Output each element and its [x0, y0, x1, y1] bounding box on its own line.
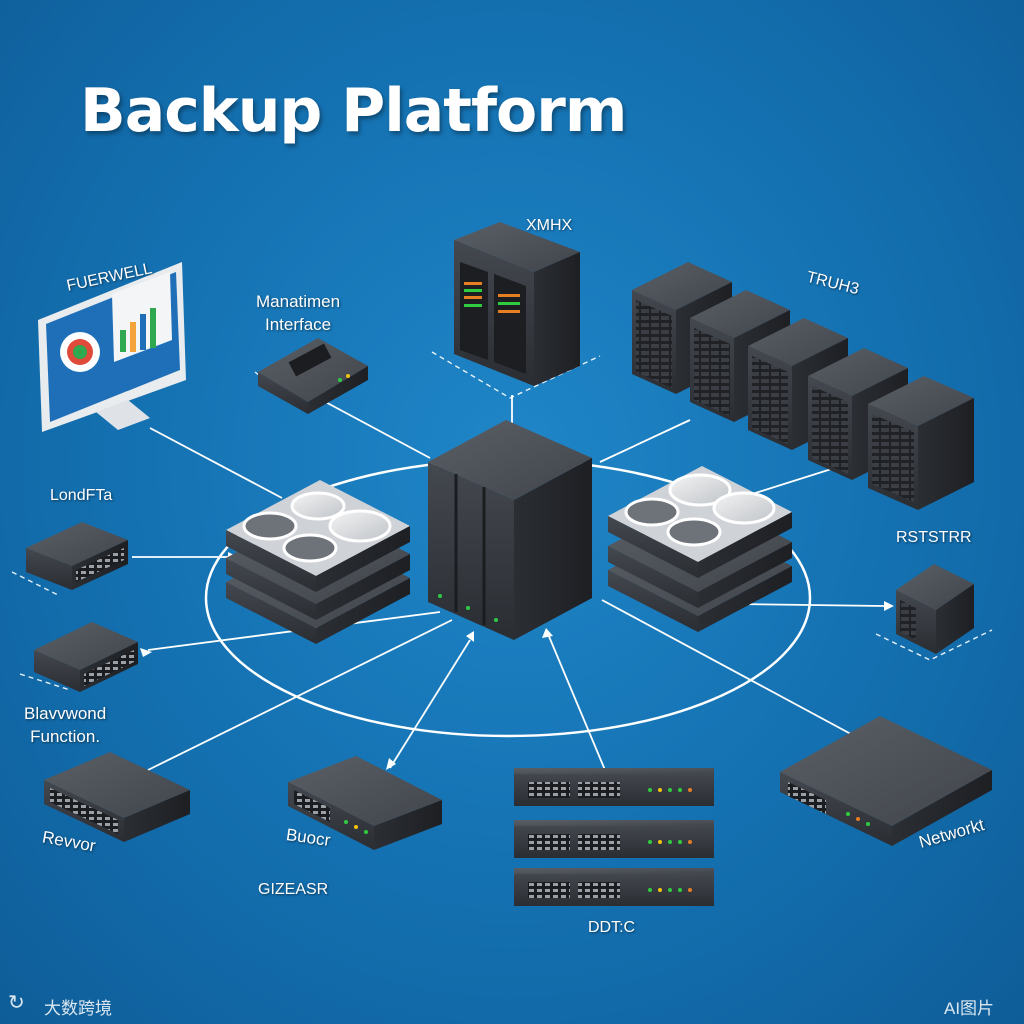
router-icon: [258, 338, 368, 414]
label-londfta: LondFTa: [50, 487, 113, 504]
label-ddtc: DDT:C: [588, 919, 636, 936]
server-rack-icon: [632, 262, 974, 510]
hard-drive-stack-icon: [608, 466, 792, 632]
watermark-right: AI图片: [944, 999, 995, 1018]
switch-icon: [514, 820, 714, 858]
server-rack-icon: [896, 564, 974, 654]
switch-icon: [34, 622, 138, 692]
connector-lines: [132, 395, 885, 771]
server-rack-icon: [454, 222, 580, 386]
watermark-left: 大数跨境: [44, 999, 112, 1018]
label-xmhx: XMHX: [526, 217, 573, 234]
switch-icon: [26, 522, 128, 590]
label-management-interface: Manatimen Interface: [256, 292, 341, 334]
hard-drive-stack-icon: [226, 480, 410, 644]
switch-icon: [780, 716, 992, 846]
label-gizeasr: GIZEASR: [258, 881, 329, 898]
server-rack-icon: [428, 420, 592, 640]
label-rststrr: RSTSTRR: [896, 529, 972, 546]
label-bandwidth-function: Blavvwond Function.: [24, 704, 107, 746]
switch-icon: [514, 768, 714, 806]
monitor-icon: [38, 262, 186, 432]
watermark-logo-icon: ↻: [8, 992, 25, 1014]
switch-icon: [514, 868, 714, 906]
page-title: Backup Platform: [80, 76, 627, 146]
switch-icon: [288, 756, 442, 850]
switch-icon: [44, 752, 190, 842]
